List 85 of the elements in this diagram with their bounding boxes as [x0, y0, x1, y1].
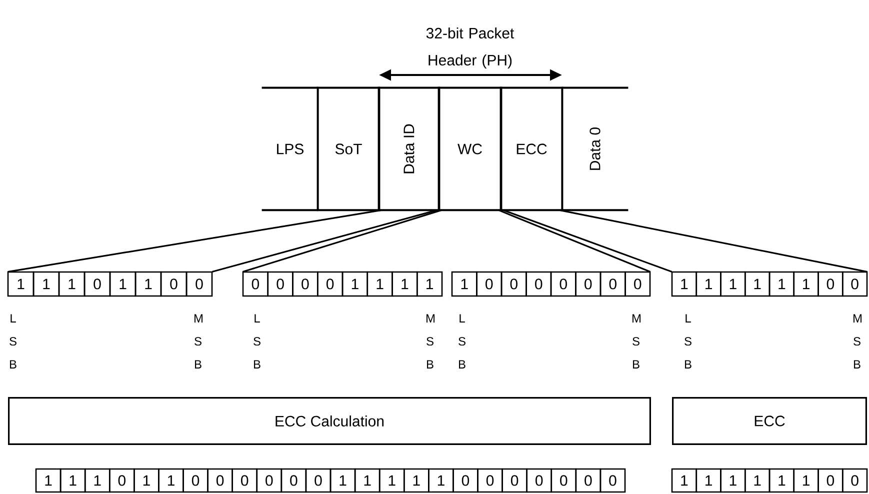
header-field: Data ID: [378, 86, 440, 212]
bit-cell: 1: [7, 271, 34, 297]
bit-cell: 1: [720, 271, 746, 297]
header-field: WC: [438, 86, 502, 212]
bit-cell: 0: [452, 468, 478, 493]
bit-cell: 0: [575, 271, 602, 297]
bit-cell: 0: [502, 468, 528, 493]
bit-cell: 0: [476, 271, 502, 297]
bit-cell: 0: [624, 271, 651, 297]
bit-order-label: L S B: [684, 314, 692, 368]
bit-cell: 1: [720, 468, 746, 493]
bit-cell: 0: [818, 271, 844, 297]
bit-cell: 1: [768, 271, 795, 297]
bit-cell: 1: [366, 271, 393, 297]
header-field: SoT: [316, 86, 380, 212]
bit-order-label: M S B: [426, 314, 434, 368]
bit-cell: 1: [451, 271, 478, 297]
bit-cell: 0: [526, 271, 552, 297]
bit-cell: 0: [186, 271, 213, 297]
bit-cell: 1: [35, 468, 62, 493]
bit-cell: 1: [793, 271, 819, 297]
bit-cell: 0: [575, 468, 602, 493]
dimension-label: 32-bit Packet Header (PH): [426, 28, 514, 68]
bit-cell: 0: [160, 271, 188, 297]
bit-cell: 1: [84, 468, 110, 493]
fan-line: [502, 209, 868, 273]
bit-order-label: L S B: [254, 314, 260, 368]
bit-cell: 1: [60, 468, 86, 493]
fan-line: [242, 209, 442, 273]
header-field: ECC: [500, 86, 564, 212]
bit-cell: 1: [428, 468, 454, 493]
header-field: Data 0: [560, 86, 630, 212]
bit-cell: 0: [232, 468, 258, 493]
bit-cell: 0: [292, 271, 318, 297]
bit-cell: 1: [696, 468, 722, 493]
bit-cell: 1: [354, 468, 380, 493]
bit-cell: 0: [305, 468, 332, 493]
bit-cell: 0: [550, 271, 576, 297]
bit-order-label: L S B: [10, 314, 16, 368]
bit-cell: 1: [134, 271, 162, 297]
process-box: ECC: [672, 396, 867, 445]
bit-cell: 0: [267, 271, 294, 297]
bit-cell: 1: [696, 271, 722, 297]
bit-cell: 0: [182, 468, 208, 493]
header-field: LPS: [260, 86, 320, 212]
fan-line: [7, 209, 438, 273]
process-box: ECC Calculation: [8, 396, 651, 445]
bit-order-label: M S B: [632, 314, 640, 368]
bit-cell: 0: [242, 271, 269, 297]
bit-cell: 1: [768, 468, 795, 493]
bit-cell: 1: [32, 271, 60, 297]
bit-cell: 1: [793, 468, 819, 493]
bit-cell: 1: [109, 271, 136, 297]
bit-cell: 0: [500, 271, 527, 297]
bit-cell: 1: [416, 271, 443, 297]
bit-cell: 0: [600, 271, 626, 297]
bit-cell: 0: [526, 468, 552, 493]
bit-order-label: M S B: [854, 314, 862, 368]
bit-cell: 1: [744, 271, 770, 297]
bit-cell: 1: [330, 468, 356, 493]
bit-cell: 0: [207, 468, 233, 493]
bit-cell: 1: [671, 468, 698, 493]
bit-order-label: L S B: [458, 314, 466, 368]
bit-order-label: M S B: [194, 314, 202, 368]
bit-cell: 1: [403, 468, 430, 493]
bit-cell: 0: [818, 468, 844, 493]
bit-cell: 1: [392, 271, 418, 297]
bit-cell: 0: [109, 468, 135, 493]
bit-cell: 0: [477, 468, 503, 493]
bit-cell: 0: [842, 271, 868, 297]
bit-cell: 0: [842, 468, 868, 493]
bit-cell: 1: [342, 271, 368, 297]
bit-cell: 1: [134, 468, 160, 493]
fan-line: [498, 209, 650, 273]
bit-cell: 0: [550, 468, 577, 493]
bit-cell: 0: [84, 271, 111, 297]
bit-cell: 0: [316, 271, 344, 297]
bit-cell: 1: [671, 271, 698, 297]
bit-cell: 0: [600, 468, 626, 493]
bit-cell: 1: [378, 468, 405, 493]
bit-cell: 1: [744, 468, 770, 493]
bit-cell: 1: [158, 468, 184, 493]
bit-cell: 1: [58, 271, 86, 297]
bit-cell: 0: [256, 468, 282, 493]
bit-cell: 0: [280, 468, 307, 493]
